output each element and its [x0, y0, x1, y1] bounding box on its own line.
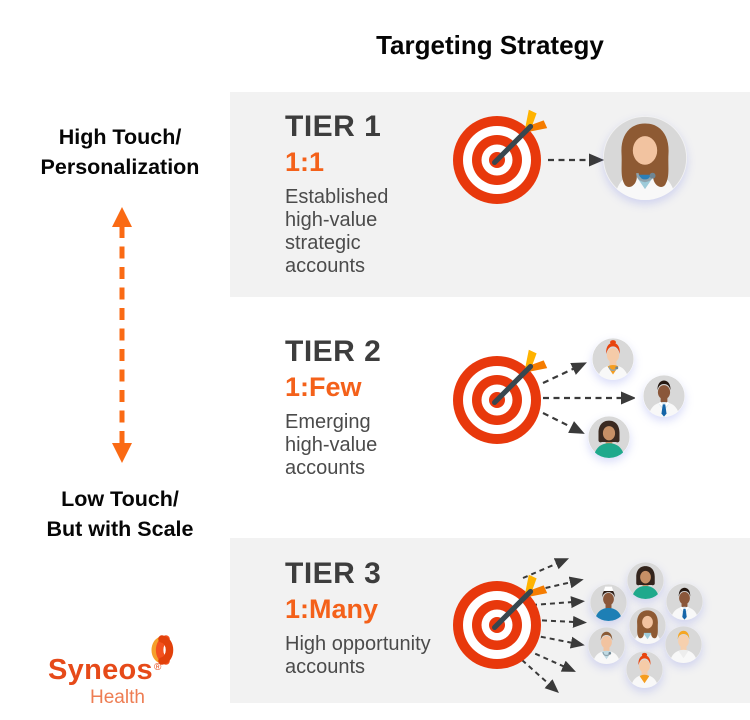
- high-touch-line1: High Touch/: [58, 125, 182, 149]
- teal-scrubs-avatar: [588, 416, 630, 458]
- bullseye-target-icon: [442, 570, 552, 680]
- page-title: Targeting Strategy: [376, 30, 604, 60]
- vertical-double-arrow-icon: [112, 207, 132, 463]
- tier2-ratio: 1:Few: [285, 372, 362, 402]
- tier2-description: Emerging high-value accounts: [285, 411, 378, 479]
- redhead-clinician-avatar: [626, 651, 663, 688]
- female-doctor-avatar: [629, 607, 666, 644]
- tier3-description: High opportunity accounts: [285, 633, 431, 678]
- male-doctor-tie-avatar: [666, 583, 703, 620]
- low-touch-line1: Low Touch/: [61, 487, 179, 511]
- blonde-clinician-avatar: [665, 626, 702, 663]
- tier3-text-block: TIER 3 1:Many High opportunity accounts: [285, 557, 490, 679]
- male-doctor-tie-avatar: [643, 375, 685, 417]
- tier1-description: Established high-value strategic account…: [285, 186, 389, 277]
- registered-mark: ®: [153, 662, 162, 673]
- logo-brand-word: Syneos: [48, 654, 153, 686]
- nurse-cap-avatar: [590, 584, 627, 621]
- redhead-clinician-avatar: [592, 338, 634, 380]
- tier3-ratio: 1:Many: [285, 594, 379, 624]
- female-doctor-avatar: [603, 116, 687, 200]
- bullseye-target-icon: [442, 105, 552, 215]
- tier2-name: TIER 2: [285, 335, 382, 368]
- tier1-ratio: 1:1: [285, 147, 325, 177]
- dashed-arrows-fan-icon: [521, 558, 587, 693]
- high-touch-label: High Touch/ Personalization: [10, 122, 230, 182]
- low-touch-label: Low Touch/ But with Scale: [10, 484, 230, 544]
- syneos-logo-mark-icon: [151, 635, 174, 665]
- dashed-arrows-fan-icon: [542, 362, 635, 434]
- male-doctor-avatar: [588, 627, 625, 664]
- teal-scrubs-avatar: [627, 562, 664, 599]
- logo-brand-text: Syneos®: [48, 654, 162, 687]
- logo-sub-text: Health: [90, 687, 145, 708]
- syneos-health-logo: Syneos® Health: [45, 632, 210, 717]
- dashed-arrow-icon: [548, 153, 605, 167]
- tier2-text-block: TIER 2 1:Few Emerging high-value account…: [285, 335, 490, 480]
- bullseye-target-icon: [442, 345, 552, 455]
- high-touch-line2: Personalization: [40, 155, 200, 179]
- tier1-name: TIER 1: [285, 110, 382, 143]
- tier3-name: TIER 3: [285, 557, 382, 590]
- tier1-text-block: TIER 1 1:1 Established high-value strate…: [285, 110, 490, 278]
- low-touch-line2: But with Scale: [46, 517, 194, 541]
